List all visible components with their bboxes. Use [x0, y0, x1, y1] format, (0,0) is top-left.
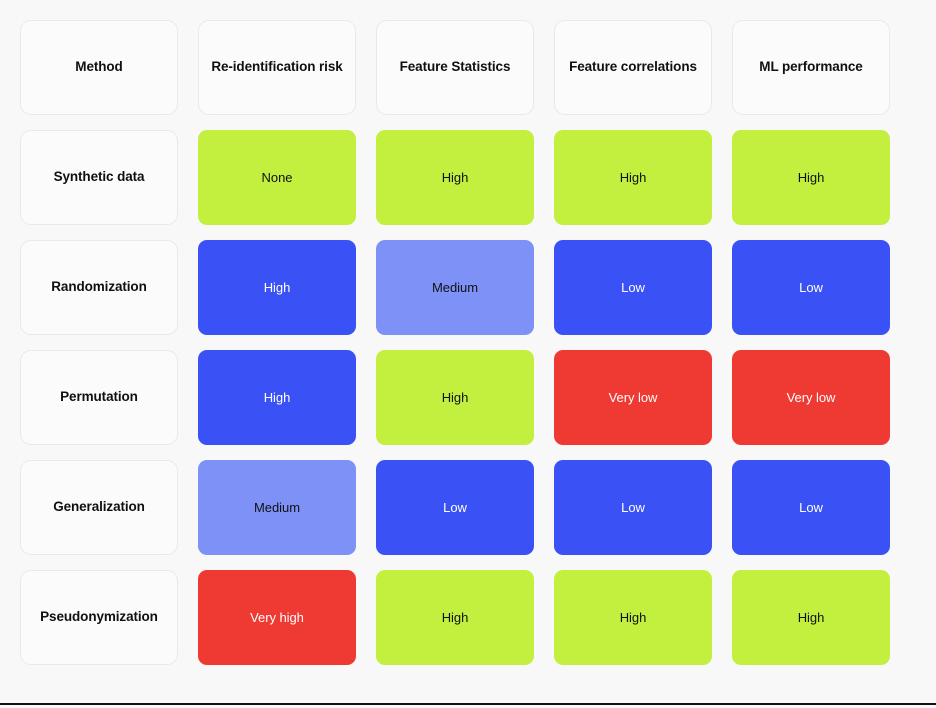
cell-value: Low [621, 279, 645, 295]
cell-value: Low [799, 279, 823, 295]
cell-value: Very high [250, 609, 304, 625]
cell-randomization-re-identification-risk: High [198, 240, 356, 335]
cell-value: High [797, 169, 825, 185]
row-header-synthetic-data-label: Synthetic data [53, 169, 145, 185]
cell-value: High [797, 609, 825, 625]
cell-synthetic-data-ml-performance: High [732, 130, 890, 225]
row-header-generalization-label: Generalization [53, 499, 145, 515]
cell-permutation-feature-correlations: Very low [554, 350, 712, 445]
row-header-generalization: Generalization [20, 460, 178, 555]
row-header-permutation-label: Permutation [60, 389, 138, 405]
column-header-method: Method [20, 20, 178, 115]
cell-value: High [619, 169, 647, 185]
cell-value: Low [621, 499, 645, 515]
cell-value: High [441, 609, 469, 625]
cell-permutation-ml-performance: Very low [732, 350, 890, 445]
row-header-permutation: Permutation [20, 350, 178, 445]
cell-value: Low [799, 499, 823, 515]
cell-synthetic-data-feature-correlations: High [554, 130, 712, 225]
cell-randomization-feature-statistics: Medium [376, 240, 534, 335]
row-header-randomization: Randomization [20, 240, 178, 335]
bottom-divider [0, 703, 936, 705]
cell-pseudonymization-re-identification-risk: Very high [198, 570, 356, 665]
cell-pseudonymization-feature-correlations: High [554, 570, 712, 665]
cell-value: High [263, 389, 291, 405]
cell-pseudonymization-ml-performance: High [732, 570, 890, 665]
cell-value: Very low [786, 389, 836, 405]
cell-synthetic-data-re-identification-risk: None [198, 130, 356, 225]
column-header-method-label: Method [75, 59, 123, 75]
row-header-pseudonymization: Pseudonymization [20, 570, 178, 665]
cell-generalization-feature-statistics: Low [376, 460, 534, 555]
cell-generalization-ml-performance: Low [732, 460, 890, 555]
cell-generalization-re-identification-risk: Medium [198, 460, 356, 555]
cell-synthetic-data-feature-statistics: High [376, 130, 534, 225]
cell-randomization-feature-correlations: Low [554, 240, 712, 335]
comparison-matrix: Method Re-identification risk Feature Stat… [20, 20, 890, 665]
cell-generalization-feature-correlations: Low [554, 460, 712, 555]
cell-value: Medium [432, 279, 478, 295]
row-header-pseudonymization-label: Pseudonymization [40, 609, 158, 625]
cell-permutation-re-identification-risk: High [198, 350, 356, 445]
cell-value: None [261, 169, 293, 185]
cell-value: High [441, 169, 469, 185]
cell-randomization-ml-performance: Low [732, 240, 890, 335]
column-header-feature-statistics-label: Feature Statistics [399, 59, 511, 75]
column-header-feature-correlations: Feature correlations [554, 20, 712, 115]
cell-value: High [619, 609, 647, 625]
cell-pseudonymization-feature-statistics: High [376, 570, 534, 665]
cell-value: High [263, 279, 291, 295]
column-header-ml-performance: ML performance [732, 20, 890, 115]
row-header-synthetic-data: Synthetic data [20, 130, 178, 225]
cell-value: Low [443, 499, 467, 515]
column-header-feature-statistics: Feature Statistics [376, 20, 534, 115]
column-header-re-identification-risk-label: Re-identification risk [211, 59, 343, 75]
cell-value: High [441, 389, 469, 405]
column-header-feature-correlations-label: Feature correlations [569, 59, 697, 75]
row-header-randomization-label: Randomization [51, 279, 147, 295]
column-header-re-identification-risk: Re-identification risk [198, 20, 356, 115]
column-header-ml-performance-label: ML performance [759, 59, 863, 75]
cell-value: Very low [608, 389, 658, 405]
cell-value: Medium [254, 499, 300, 515]
cell-permutation-feature-statistics: High [376, 350, 534, 445]
